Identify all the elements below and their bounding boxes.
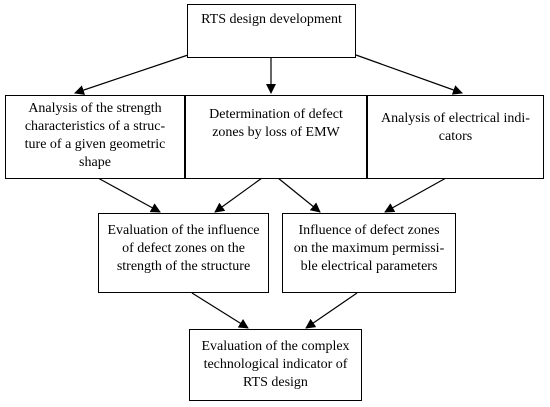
arrow-top-to-right bbox=[355, 54, 463, 95]
arrow-center-to-midleft bbox=[214, 177, 263, 213]
box-electrical-indicators: Analysis of electrical indi- cators bbox=[367, 95, 544, 179]
box-complex-indicator: Evaluation of the complex technological … bbox=[189, 329, 362, 401]
box-rts-design-development: RTS design development bbox=[187, 4, 356, 58]
arrow-top-to-left bbox=[74, 54, 189, 95]
box-influence-on-electrical-params-label: Influence of defect zones on the maximum… bbox=[293, 223, 445, 274]
box-complex-indicator-label: Evaluation of the complex technological … bbox=[201, 339, 350, 390]
box-rts-design-development-label: RTS design development bbox=[201, 12, 342, 27]
arrow-right-to-midright bbox=[384, 177, 447, 213]
box-influence-on-strength: Evaluation of the influence of defect zo… bbox=[98, 213, 269, 293]
arrow-center-to-midright bbox=[277, 177, 321, 213]
box-defect-zones-emw: Determination of defect zones by loss of… bbox=[185, 95, 367, 179]
box-defect-zones-emw-label: Determination of defect zones by loss of… bbox=[209, 107, 343, 140]
arrow-midleft-to-bottom bbox=[191, 292, 249, 329]
box-electrical-indicators-label: Analysis of electrical indi- cators bbox=[381, 111, 530, 144]
box-strength-analysis-label: Analysis of the strength characteristics… bbox=[24, 101, 166, 170]
box-strength-analysis: Analysis of the strength characteristics… bbox=[5, 95, 185, 179]
arrow-midright-to-bottom bbox=[305, 292, 358, 329]
box-influence-on-electrical-params: Influence of defect zones on the maximum… bbox=[282, 213, 456, 293]
box-influence-on-strength-label: Evaluation of the influence of defect zo… bbox=[107, 223, 260, 274]
arrow-left-to-midleft bbox=[97, 177, 161, 213]
